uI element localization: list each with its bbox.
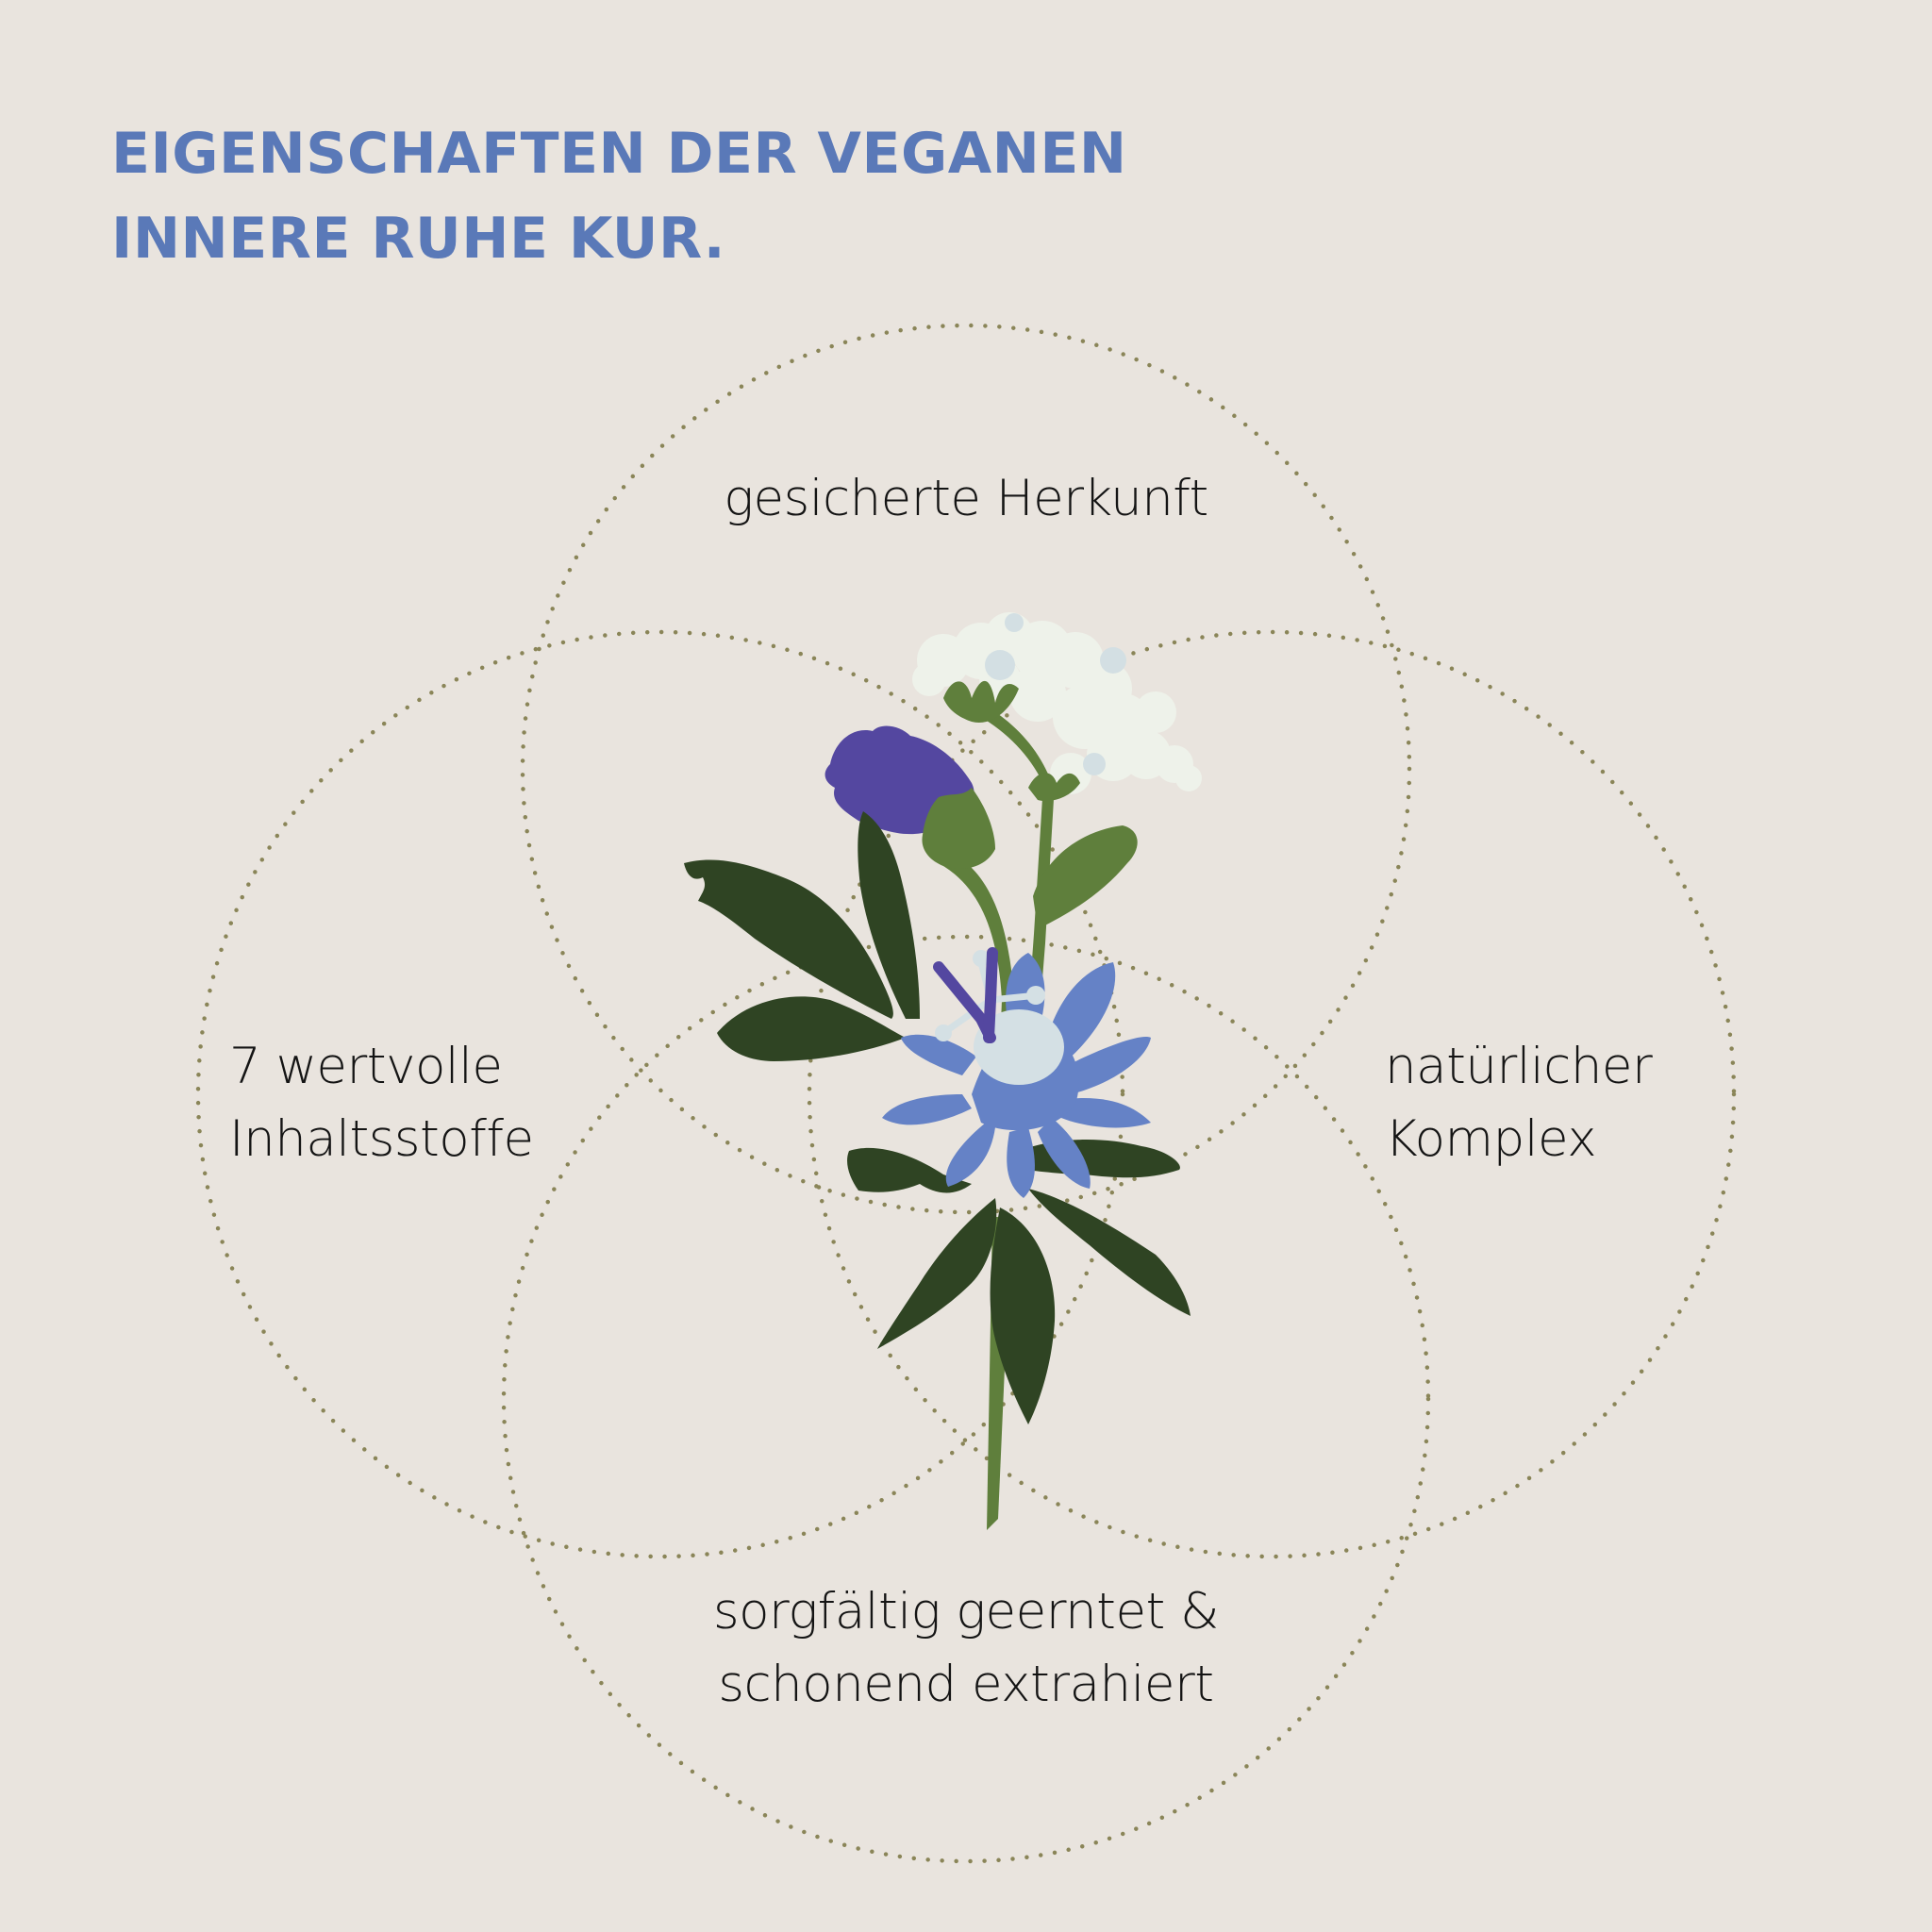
passionflower-stamens — [933, 947, 1045, 1043]
label-secured-origin: gesicherte Herkunft — [0, 462, 1932, 535]
label-natural-complex: natürlicher Komplex — [1385, 1030, 1653, 1175]
label-harvest-extraction: sorgfältig geerntet & schonend extrahier… — [0, 1575, 1932, 1721]
label-right-line-1: natürlicher — [1385, 1038, 1653, 1095]
venn-circle-right — [807, 629, 1737, 1559]
leaf-fan-center — [990, 1208, 1056, 1424]
elderflower-calyx — [943, 680, 1019, 723]
label-left-line-1: 7 wertvolle — [229, 1038, 503, 1095]
label-top-line-1: gesicherte Herkunft — [724, 470, 1208, 527]
leaf-lower-left — [717, 996, 906, 1061]
title-line-2: INNERE RUHE KUR. — [111, 206, 726, 272]
venn-circle-bottom — [501, 934, 1431, 1864]
elderflower-calyx-2 — [1028, 773, 1080, 802]
label-bottom-line-2: schonend extrahiert — [718, 1656, 1214, 1713]
venn-circle-top — [520, 323, 1412, 1215]
label-bottom-line-1: sorgfältig geerntet & — [712, 1583, 1220, 1641]
leaf-bottom-left — [847, 1147, 972, 1193]
passionflower-corona — [974, 1009, 1064, 1085]
elderflower-cluster — [912, 612, 1202, 794]
leaf-fan-right — [1028, 1189, 1191, 1316]
label-ingredients: 7 wertvolle Inhaltsstoffe — [229, 1030, 534, 1175]
title-line-1: EIGENSCHAFTEN DER VEGANEN — [111, 121, 1127, 187]
leaf-right-top — [1019, 1140, 1180, 1178]
bud-calyx — [922, 788, 995, 869]
leaf-upper-left — [684, 859, 893, 1019]
page-title: EIGENSCHAFTEN DER VEGANEN INNERE RUHE KU… — [111, 111, 1127, 281]
elderflower-shade — [985, 613, 1126, 775]
leaf-upright — [858, 811, 920, 1019]
leaf-fan-left — [877, 1198, 997, 1349]
label-left-line-2: Inhaltsstoffe — [229, 1110, 534, 1168]
venn-circle-left — [195, 629, 1125, 1559]
leaf-light-right — [1033, 825, 1138, 929]
label-right-line-2: Komplex — [1385, 1110, 1597, 1168]
